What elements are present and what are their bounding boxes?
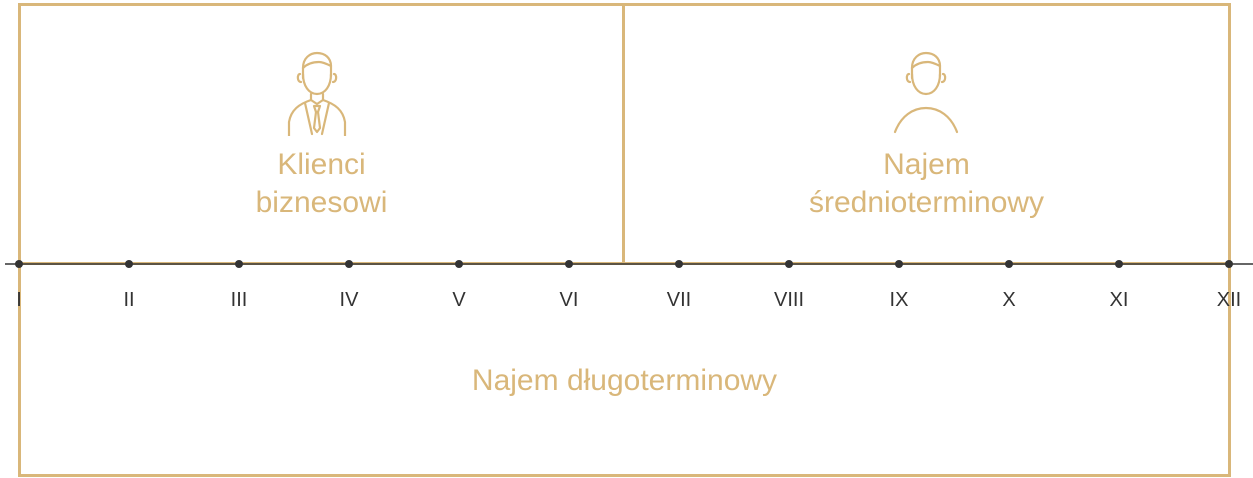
timeline-dot-3 bbox=[235, 260, 243, 268]
month-label-11: XI bbox=[1109, 289, 1129, 311]
medium-term-rental-label: Najem średnioterminowy bbox=[622, 146, 1231, 222]
timeline-dot-11 bbox=[1115, 260, 1123, 268]
timeline-dot-7 bbox=[675, 260, 683, 268]
timeline-dot-2 bbox=[125, 260, 133, 268]
business-clients-label: Klienci biznesowi bbox=[18, 146, 625, 222]
month-label-1: I bbox=[16, 289, 22, 311]
long-term-rental-label-text: Najem długoterminowy bbox=[471, 364, 778, 397]
timeline-dot-8 bbox=[785, 260, 793, 268]
timeline-dot-6 bbox=[565, 260, 573, 268]
month-label-2: II bbox=[123, 289, 135, 311]
business-clients-label-line1: Klienci bbox=[277, 148, 366, 181]
long-term-rental-label: Najem długoterminowy bbox=[18, 362, 1231, 400]
medium-term-rental-label-line1: Najem bbox=[883, 148, 970, 181]
month-label-7: VII bbox=[666, 289, 692, 311]
month-label-10: X bbox=[1002, 289, 1016, 311]
timeline-dot-1 bbox=[15, 260, 23, 268]
timeline-dot-5 bbox=[455, 260, 463, 268]
businessman-icon bbox=[287, 51, 347, 136]
month-label-4: IV bbox=[339, 289, 359, 311]
timeline-dot-9 bbox=[895, 260, 903, 268]
person-icon bbox=[893, 51, 959, 134]
timeline-dot-12 bbox=[1225, 260, 1233, 268]
medium-term-rental-label-line2: średnioterminowy bbox=[808, 186, 1045, 219]
business-clients-label-line2: biznesowi bbox=[255, 186, 388, 219]
month-label-5: V bbox=[452, 289, 466, 311]
month-label-3: III bbox=[230, 289, 248, 311]
timeline-dot-10 bbox=[1005, 260, 1013, 268]
month-label-9: IX bbox=[889, 289, 909, 311]
month-label-12: XII bbox=[1216, 289, 1242, 311]
timeline-dot-4 bbox=[345, 260, 353, 268]
month-label-6: VI bbox=[559, 289, 579, 311]
timeline bbox=[5, 260, 1253, 268]
month-label-8: VIII bbox=[773, 289, 804, 311]
